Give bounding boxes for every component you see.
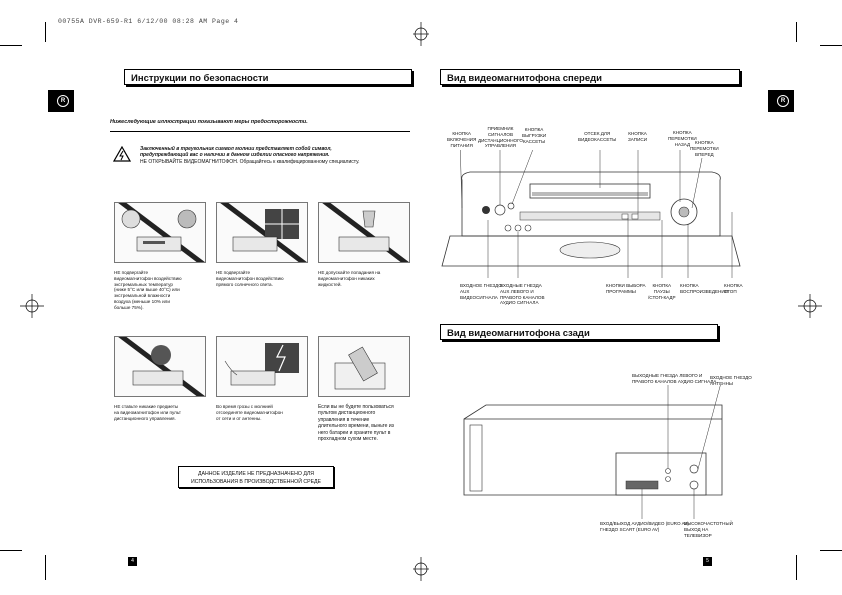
page-number-left: 4 <box>128 557 137 566</box>
registration-mark-top <box>413 22 429 46</box>
vcr-front-illustration <box>441 150 741 278</box>
rear-view-title: Вид видеомагнитофона сзади <box>440 324 718 340</box>
warning-text: Заключенный в треугольник символ молнии … <box>140 146 360 165</box>
notice-line: ИСПОЛЬЗОВАНИЯ В ПРОИЗВОДСТВЕННОЙ СРЕДЕ <box>190 479 322 485</box>
industrial-use-notice: ДАННОЕ ИЗДЕЛИЕ НЕ ПРЕДНАЗНАЧЕНО ДЛЯ ИСПО… <box>178 466 334 488</box>
notice-line: ДАННОЕ ИЗДЕЛИЕ НЕ ПРЕДНАЗНАЧЕНО ДЛЯ <box>198 471 314 477</box>
illustration-temperature <box>114 202 206 263</box>
warning-line: предупреждающий вас о наличии в данном и… <box>140 152 330 159</box>
warning-line: НЕ ОТКРЫВАЙТЕ ВИДЕОМАГНИТОФОН. Обращайте… <box>140 158 360 165</box>
label-scart: ВХОД/ВЫХОД АУДИО/ВИДЕО (EURO AV)ГНЕЗДО S… <box>600 521 689 532</box>
warning-line: Заключенный в треугольник символ молнии … <box>140 146 332 152</box>
tab-letter: R <box>57 95 69 107</box>
illustration-sunlight <box>216 202 308 263</box>
print-header: 00755A DVR-659-R1 6/12/00 08:28 AM Page … <box>58 18 239 25</box>
tab-letter: R <box>777 95 789 107</box>
illustration-remote-batteries <box>318 336 410 397</box>
illustration-liquid <box>318 202 410 263</box>
registration-mark-right <box>798 294 822 318</box>
lightning-warning-icon <box>113 146 131 162</box>
registration-mark-left <box>20 294 44 318</box>
registration-mark-bottom <box>413 557 429 581</box>
illustration-objects <box>114 336 206 397</box>
page-number-right: 5 <box>703 557 712 566</box>
vcr-rear-illustration <box>463 385 723 519</box>
intro-rule <box>110 131 410 132</box>
intro-text: Нижеследующие иллюстрации показывают мер… <box>110 119 308 125</box>
illustration-lightning <box>216 336 308 397</box>
language-tab-left: R <box>48 90 74 112</box>
language-tab-right: R <box>768 90 794 112</box>
front-view-title: Вид видеомагнитофона спереди <box>440 69 740 85</box>
safety-title: Инструкции по безопасности <box>124 69 412 85</box>
